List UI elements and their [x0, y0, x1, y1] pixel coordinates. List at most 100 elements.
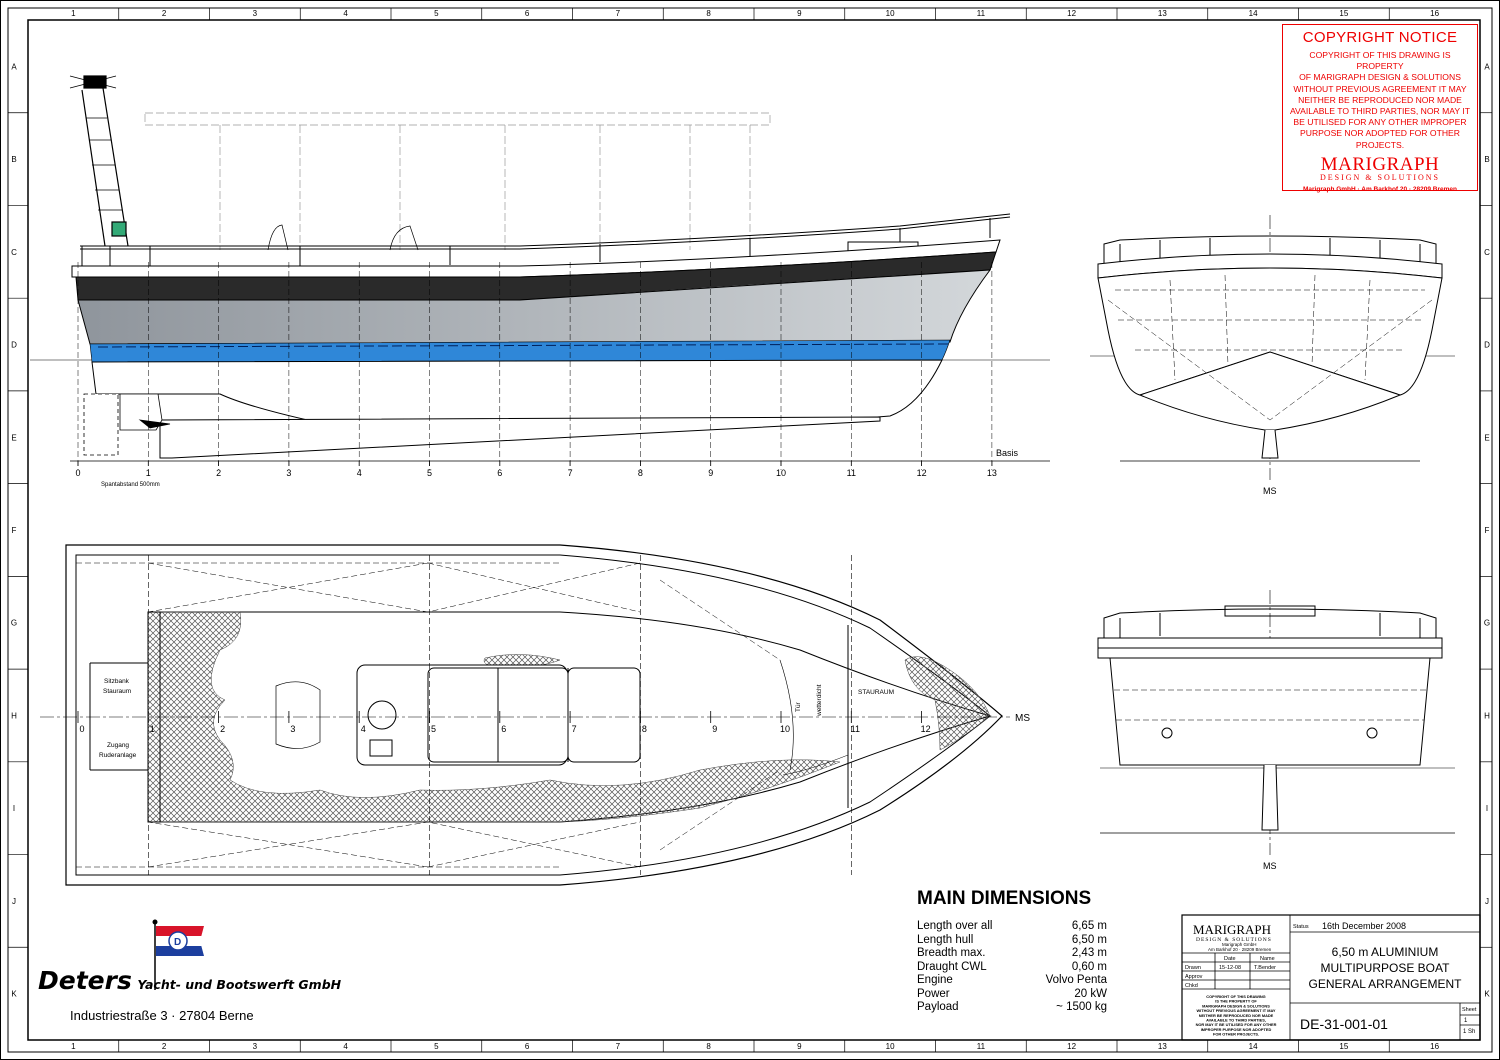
tb-drawing-number: DE-31-001-01 [1300, 1016, 1388, 1032]
copyright-brand: MARIGRAPH [1320, 153, 1440, 175]
frame-number: 6 [501, 724, 506, 734]
grid-column-label: 8 [706, 9, 711, 18]
stern-gear [83, 393, 171, 456]
dimension-label: Length over all [917, 920, 993, 932]
frame-number: 1 [146, 468, 151, 478]
grid-column-label: 14 [1249, 9, 1258, 18]
door-label-line1: Tür [795, 701, 802, 712]
grid-column-label: 4 [343, 9, 348, 18]
deters-flag: D [152, 919, 204, 990]
access-label-line2: Ruderanlage [99, 752, 137, 759]
grid-column-label: 1 [71, 1042, 76, 1051]
copyright-line: PURPOSE NOR ADOPTED FOR OTHER [1300, 128, 1460, 139]
profile-frames [77, 262, 993, 470]
title-block: MARIGRAPH DESIGN & SOLUTIONS Marigraph G… [1181, 914, 1481, 1041]
tb-drawn-date: 15-12-08 [1219, 965, 1241, 971]
grid-column-label: 2 [162, 9, 167, 18]
frame-number: 10 [780, 724, 790, 734]
dimension-value: 2,43 m [1071, 947, 1107, 959]
tb-title-line1: 6,50 m ALUMINIUM [1332, 945, 1439, 959]
tb-status-date: 16th December 2008 [1322, 921, 1406, 931]
copyright-line: AVAILABLE TO THIRD PARTIES, NOR MAY IT [1289, 106, 1471, 117]
hatched-area [147, 611, 841, 823]
tb-checked-label: Chkd [1185, 983, 1198, 989]
deters-address: Industriestraße 3 · 27804 Berne [70, 1008, 254, 1023]
frame-number: 7 [572, 724, 577, 734]
copyright-line: WITHOUT PREVIOUS AGREEMENT IT MAY [1293, 83, 1467, 94]
tb-date-header: Date [1224, 956, 1236, 962]
tb-drawn-label: Drawn [1185, 965, 1201, 971]
main-dimensions-title: MAIN DIMENSIONS [917, 888, 1092, 909]
grid-row-label: J [1485, 897, 1489, 906]
grid-row-label: A [11, 62, 17, 71]
basis-label: Basis [996, 448, 1019, 458]
dimension-value: 0,60 m [1071, 960, 1107, 973]
grid-column-label: 13 [1158, 1042, 1167, 1051]
grid-row-label: I [13, 804, 15, 813]
dimension-label: Length hull [917, 933, 974, 946]
tb-company-line1: Marigraph GmbH [1222, 942, 1257, 947]
deters-name: Deters [38, 966, 132, 995]
copyright-title: COPYRIGHT NOTICE [1302, 29, 1458, 46]
tb-sheet-label: Sheet [1462, 1007, 1477, 1013]
copyright-notice: COPYRIGHT NOTICE COPYRIGHT OF THIS DRAWI… [1282, 24, 1478, 193]
grid-column-label: 12 [1067, 9, 1076, 18]
grid-column-label: 9 [797, 9, 802, 18]
storage-label: STAURAUM [858, 689, 894, 696]
frame-number: 8 [642, 724, 647, 734]
frame-number: 9 [712, 724, 717, 734]
grid-row-label: K [11, 990, 17, 999]
bench-label-line2: Stauraum [103, 688, 131, 695]
grid-row-label: D [1484, 341, 1490, 350]
grid-column-label: 11 [977, 9, 986, 18]
copyright-line: OF MARIGRAPH DESIGN & SOLUTIONS [1299, 72, 1461, 83]
copyright-brand-sub: DESIGN & SOLUTIONS [1320, 172, 1440, 182]
frame-number: 3 [290, 724, 295, 734]
frame-number: 6 [497, 468, 502, 478]
frame-number: 2 [216, 468, 221, 478]
grid-column-label: 3 [253, 9, 258, 18]
grid-column-label: 12 [1067, 1042, 1076, 1051]
grid-row-label: D [11, 341, 17, 350]
grid-ticks [8, 8, 1492, 1052]
tb-title-line2: MULTIPURPOSE BOAT [1321, 961, 1451, 975]
frame-number: 1 [150, 724, 155, 734]
frame-number: 9 [708, 468, 713, 478]
grid-column-label: 16 [1430, 9, 1439, 18]
topside [77, 269, 992, 345]
grid-row-label: F [1485, 526, 1490, 535]
frame-number: 8 [638, 468, 643, 478]
dimension-value: Volvo Penta [1045, 974, 1107, 986]
tb-copyright-line: AVAILABLE TO THIRD PARTIES, [1206, 1018, 1266, 1023]
tb-company-line2: Am Barkhof 20 · 28209 Bremen [1208, 947, 1272, 952]
grid-column-label: 10 [886, 9, 895, 18]
frame-number: 0 [79, 724, 84, 734]
frame-number: 11 [847, 468, 856, 478]
dimension-value: 6,50 m [1071, 933, 1107, 946]
grid-column-label: 14 [1249, 1042, 1258, 1051]
tb-approved-label: Approv [1185, 974, 1203, 980]
deters-logo: Deters Yacht- und Bootswerft GmbH [38, 966, 341, 995]
grid-column-label: 5 [434, 1042, 439, 1051]
front-view: MS [1090, 215, 1455, 496]
frame-spacing-label: Spantabstand 500mm [101, 482, 160, 488]
frame-number: 13 [987, 468, 997, 478]
tb-sheet-number: 1 [1464, 1018, 1468, 1024]
grid-column-label: 1 [71, 9, 76, 18]
rear-view: MS [1097, 590, 1455, 871]
table-row: Breadth max.2,43 m [917, 947, 1107, 961]
copyright-text: COPYRIGHT OF THIS DRAWING IS PROPERTY OF… [1286, 50, 1474, 151]
tb-copyright-line: FOR OTHER PROJECTS. [1213, 1032, 1259, 1037]
frame-number: 3 [286, 468, 291, 478]
table-row: Length hull 6,50 m [917, 934, 1107, 948]
grid-column-label: 2 [162, 1042, 167, 1051]
tb-copyright-line: IS THE PROPERTY OF [1215, 999, 1257, 1004]
grid-row-label: K [1484, 990, 1490, 999]
grid-column-label: 3 [253, 1042, 258, 1051]
grid-column-label: 10 [886, 1042, 895, 1051]
